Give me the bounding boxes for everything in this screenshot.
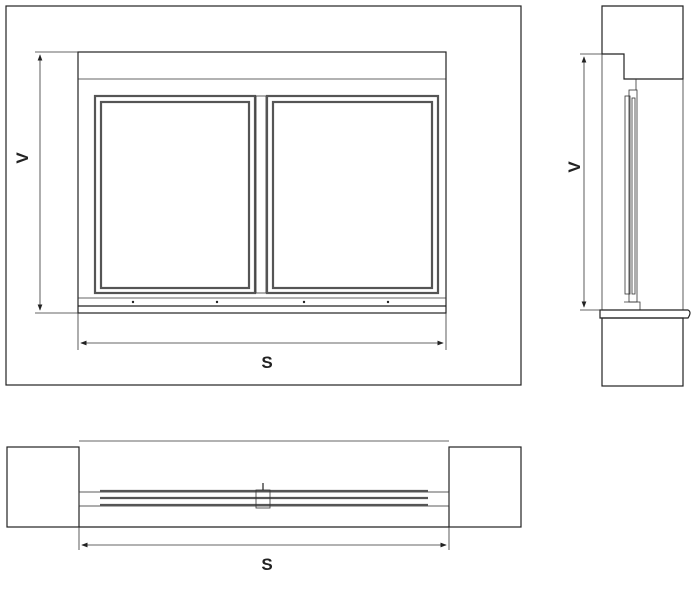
wall-outline: [5, 5, 522, 386]
plan-width-label: S: [261, 555, 272, 574]
front-view: V S: [5, 5, 522, 386]
left-jamb-wall: [6, 446, 80, 528]
sill-wall: [601, 317, 684, 387]
right-sash: [265, 94, 440, 295]
left-sash: [93, 94, 257, 295]
right-jamb-wall: [448, 446, 522, 528]
mullion: [255, 95, 267, 294]
width-label: S: [261, 353, 272, 372]
side-height-dimension: V: [565, 53, 602, 311]
sill: [78, 297, 446, 307]
sill-profile: [599, 309, 691, 319]
plan-window-profile: [78, 483, 450, 509]
height-label: V: [13, 152, 32, 164]
plan-view: S: [6, 440, 522, 574]
side-view: V: [565, 5, 691, 387]
side-window-profile: [624, 79, 641, 310]
plan-width-dimension: S: [78, 527, 450, 574]
height-dimension: V: [13, 51, 78, 314]
window-frame: [77, 51, 447, 314]
side-height-label: V: [565, 161, 584, 173]
width-dimension: S: [77, 313, 447, 372]
head-wall: [601, 5, 684, 80]
